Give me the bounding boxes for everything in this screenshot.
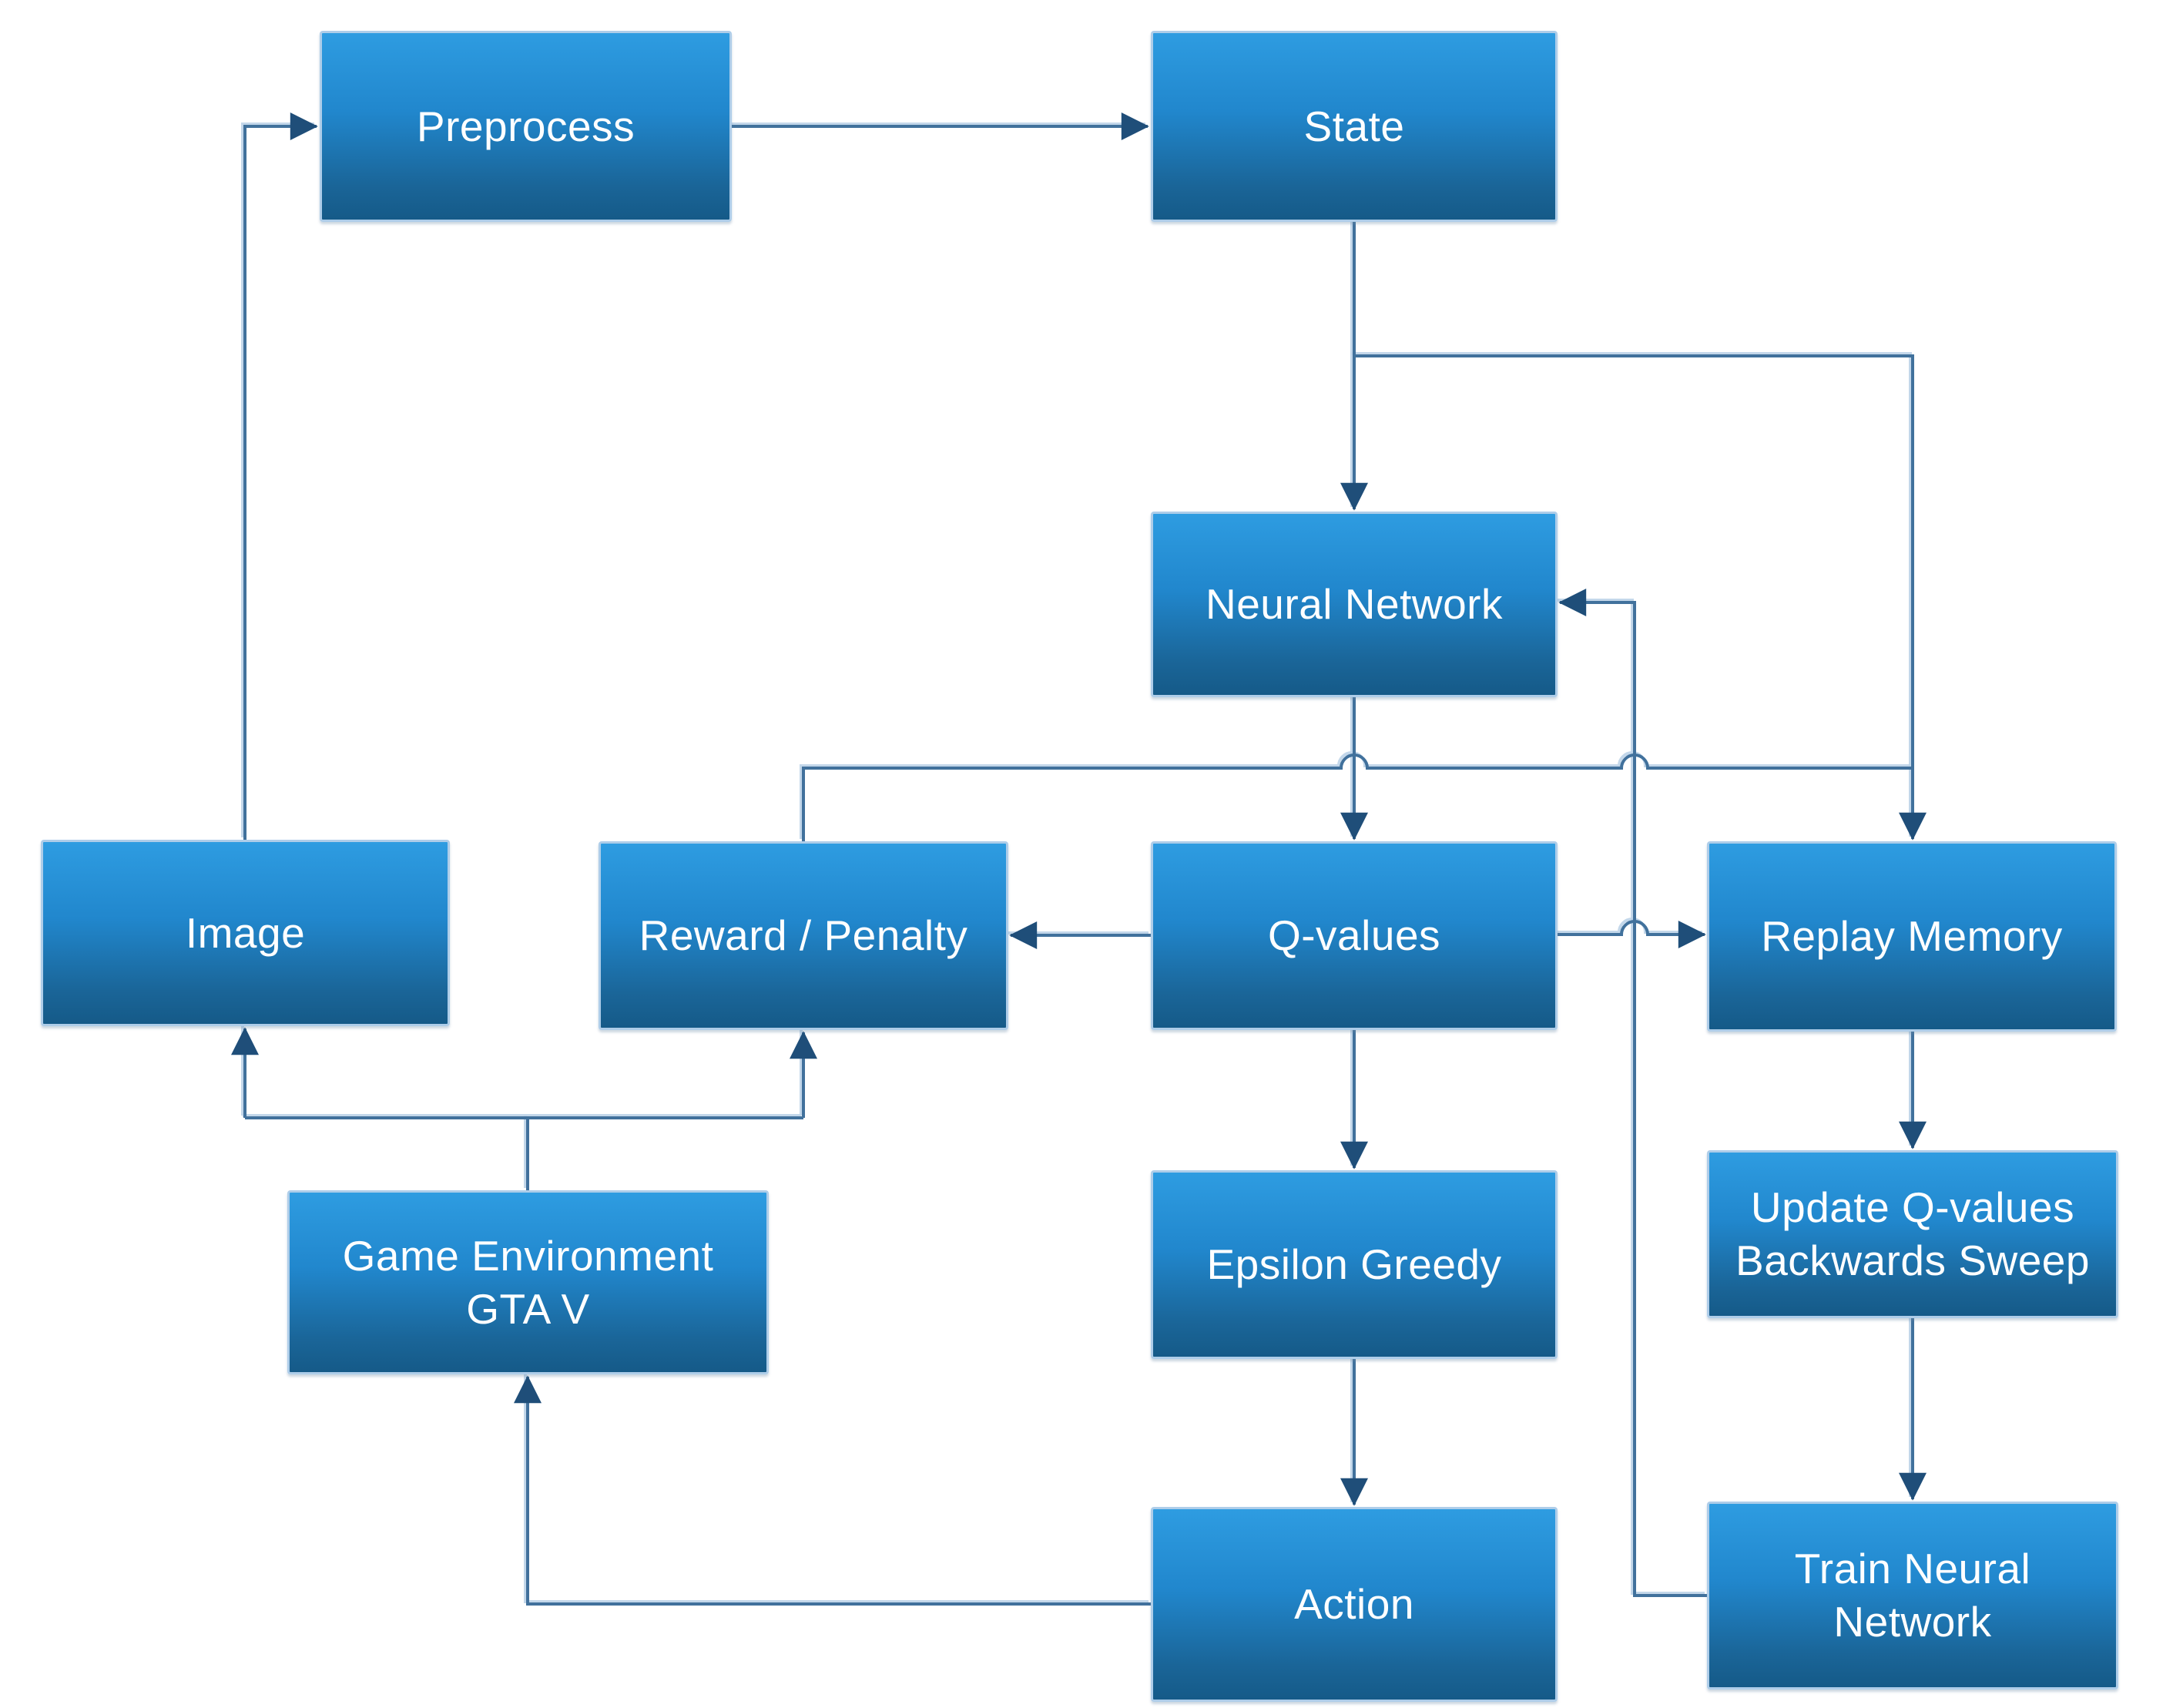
node-replay-memory-label: Replay Memory xyxy=(1761,912,2063,961)
node-q-values-label: Q-values xyxy=(1267,911,1441,960)
node-image-label: Image xyxy=(185,908,306,957)
node-game-environment-sublabel: GTA V xyxy=(466,1284,590,1333)
edge-layer xyxy=(231,112,1927,1606)
node-state: State xyxy=(1151,31,1558,222)
node-train-neural-network-sublabel: Network xyxy=(1833,1598,1992,1646)
node-train-neural-network-label: Train Neural xyxy=(1794,1545,2031,1593)
edge-train-neural-network-to-neural-network xyxy=(1558,589,1707,1597)
node-epsilon-greedy: Epsilon Greedy xyxy=(1151,1170,1558,1359)
edge-image-to-preprocess xyxy=(243,112,318,840)
edge-action-to-game-environment xyxy=(514,1375,1151,1606)
node-game-environment: Game Environment GTA V xyxy=(287,1190,769,1374)
node-epsilon-greedy-label: Epsilon Greedy xyxy=(1206,1240,1502,1289)
node-reward-penalty-label: Reward / Penalty xyxy=(639,911,968,960)
node-q-values: Q-values xyxy=(1151,841,1558,1030)
node-update-q-values: Update Q-values Backwards Sweep xyxy=(1707,1150,2118,1318)
node-neural-network: Neural Network xyxy=(1151,512,1558,697)
edge-state-to-replay-memory xyxy=(1354,354,1927,841)
edge-highlight-layer xyxy=(241,122,1912,1603)
node-reward-penalty: Reward / Penalty xyxy=(599,841,1008,1030)
node-game-environment-label: Game Environment xyxy=(342,1231,714,1280)
node-preprocess-label: Preprocess xyxy=(416,102,635,150)
node-state-label: State xyxy=(1303,102,1405,150)
node-neural-network-label: Neural Network xyxy=(1205,580,1503,629)
node-replay-memory: Replay Memory xyxy=(1707,841,2117,1032)
node-update-q-values-label: Update Q-values xyxy=(1750,1183,2075,1232)
node-action-label: Action xyxy=(1294,1580,1414,1629)
edge-reward-penalty-to-replay-memory xyxy=(802,753,1913,841)
node-preprocess: Preprocess xyxy=(320,31,732,222)
node-update-q-values-sublabel: Backwards Sweep xyxy=(1735,1237,2090,1284)
node-train-neural-network: Train Neural Network xyxy=(1707,1502,2118,1690)
node-action: Action xyxy=(1151,1507,1558,1702)
node-image: Image xyxy=(41,840,450,1026)
